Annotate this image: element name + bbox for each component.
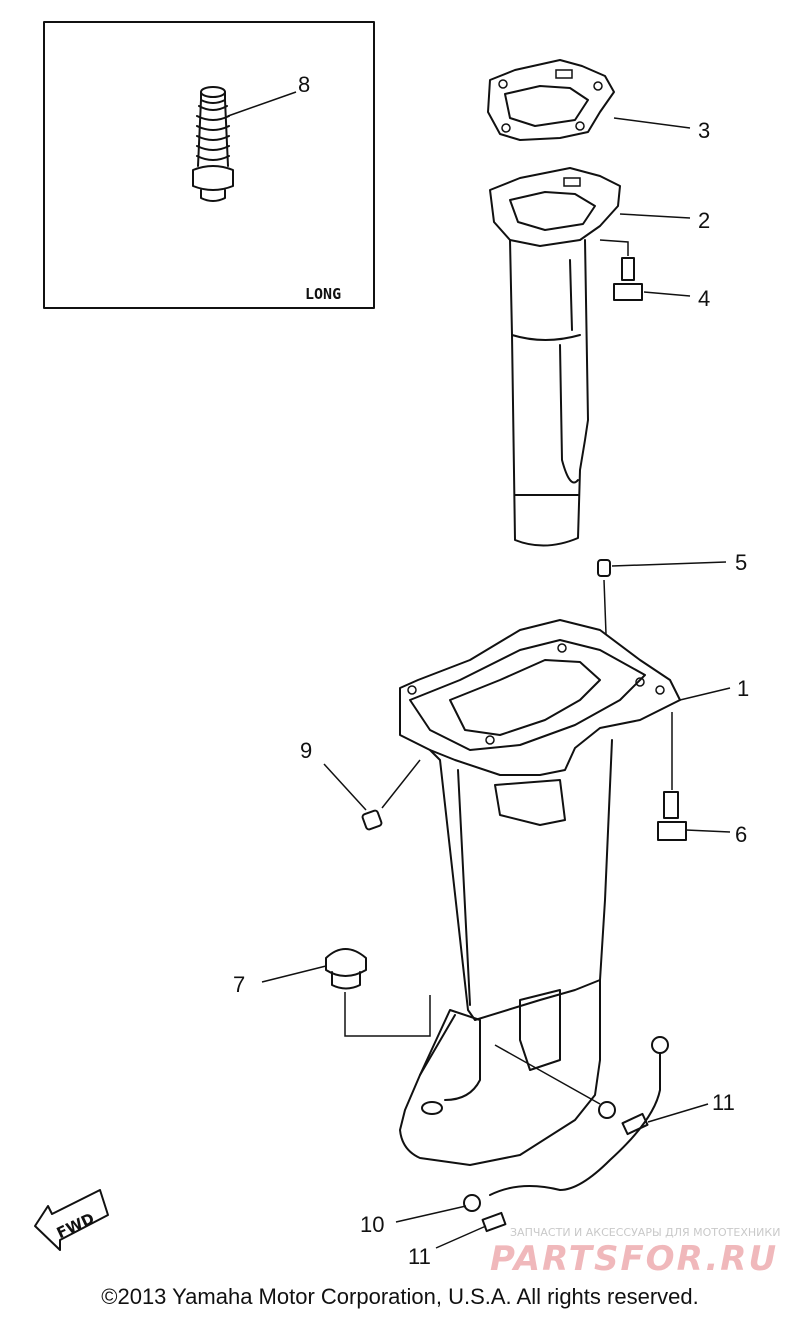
callout-11a: 11 <box>712 1090 735 1115</box>
callout-4: 4 <box>698 286 710 311</box>
callout-9: 9 <box>300 738 312 763</box>
part-2-exhaust-tube <box>489 167 621 547</box>
callout-1: 1 <box>737 676 749 701</box>
leader-lines <box>261 117 731 1249</box>
callouts: 1 2 3 4 5 6 7 8 9 10 11 11 <box>233 72 749 1269</box>
ground-lead <box>463 1036 669 1233</box>
watermark: ЗАПЧАСТИ И АКСЕССУАРЫ ДЛЯ МОТОТЕХНИКИ PA… <box>490 1226 780 1279</box>
watermark-tagline: ЗАПЧАСТИ И АКСЕССУАРЫ ДЛЯ МОТОТЕХНИКИ <box>510 1226 780 1239</box>
inset-label: LONG <box>305 285 341 303</box>
part-4-bolt <box>599 239 643 301</box>
callout-7: 7 <box>233 972 245 997</box>
part-6-bolt <box>657 712 687 841</box>
part-5-dowel <box>597 559 611 635</box>
part-8-drawing <box>192 86 234 202</box>
callout-10: 10 <box>360 1212 384 1237</box>
callout-8: 8 <box>298 72 310 97</box>
callout-3: 3 <box>698 118 710 143</box>
watermark-logo: PARTSFOR.RU <box>490 1239 778 1279</box>
callout-2: 2 <box>698 208 710 233</box>
part-3-gasket <box>487 59 615 141</box>
part-7-grommet <box>325 948 431 1037</box>
fwd-arrow: FWD <box>34 1189 109 1251</box>
callout-6: 6 <box>735 822 747 847</box>
inset-long: LONG <box>43 21 375 309</box>
part-1-upper-casing <box>399 619 681 1166</box>
copyright-notice: ©2013 Yamaha Motor Corporation, U.S.A. A… <box>101 1284 699 1309</box>
fwd-label: FWD <box>54 1209 97 1242</box>
callout-11b: 11 <box>408 1244 431 1269</box>
part-9-plug <box>361 809 383 831</box>
callout-5: 5 <box>735 550 747 575</box>
